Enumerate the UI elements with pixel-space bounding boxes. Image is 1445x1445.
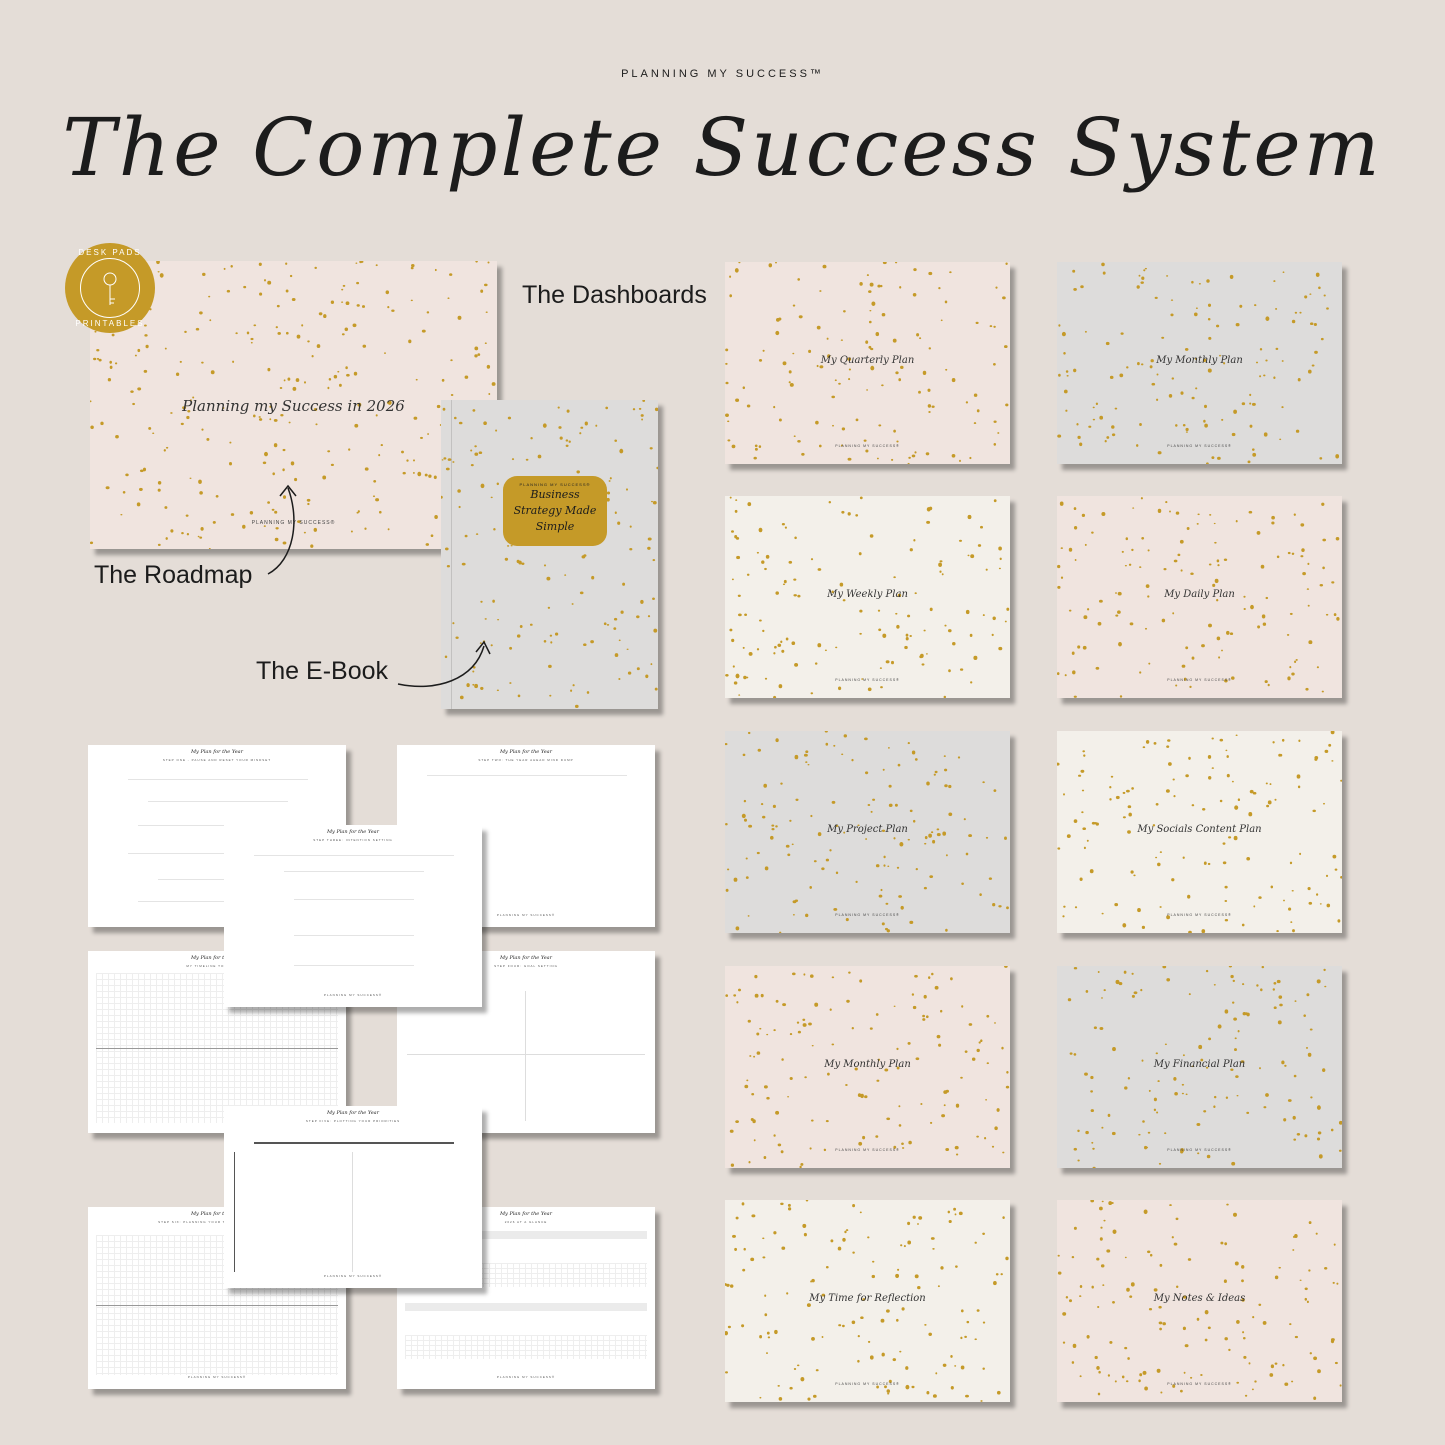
roadmap-title: Planning my Success in 2026: [182, 397, 405, 415]
worksheet-title: My Plan for the Year: [499, 749, 553, 755]
dashboard-title: My Project Plan: [827, 824, 908, 835]
dashboard-title: My Weekly Plan: [827, 589, 908, 600]
dashboard-card[interactable]: My Socials Content Plan PLANNING MY SUCC…: [1057, 731, 1342, 933]
page-title: The Complete Success System: [62, 101, 1383, 194]
dashboard-title: My Financial Plan: [1153, 1059, 1246, 1070]
worksheet-subtitle: STEP FOUR: GOAL SETTING: [494, 964, 558, 968]
worksheet-title: My Plan for the Year: [190, 955, 244, 961]
worksheet-subtitle: STEP TWO: THE YEAR AHEAD MIND DUMP: [478, 758, 574, 762]
worksheet-subtitle: STEP FIVE: PLOTTING YOUR PRIORITIES: [305, 1119, 401, 1123]
worksheet-page[interactable]: My Plan for the Year STEP FIVE: PLOTTING…: [224, 1106, 482, 1288]
worksheet-footer: PLANNING MY SUCCESS®: [496, 1375, 556, 1379]
worksheet-subtitle: STEP SIX: PLANNING YOUR TIMELINE TO SUCC…: [158, 1220, 276, 1224]
worksheet-footer: PLANNING MY SUCCESS®: [323, 993, 383, 997]
dashboard-title: My Monthly Plan: [1156, 355, 1243, 366]
seal-bottom-text: PRINTABLES: [75, 319, 145, 328]
quadrant-divider: [352, 1152, 353, 1272]
dot-pattern: [725, 1200, 1009, 1402]
dashboard-title: My Notes & Ideas: [1153, 1293, 1246, 1304]
ebook-label: The E-Book: [256, 657, 389, 685]
timeline-axis: [96, 1048, 338, 1049]
worksheet-title: My Plan for the Year: [326, 829, 380, 835]
dashboard-card[interactable]: My Quarterly Plan PLANNING MY SUCCESS®: [725, 262, 1010, 464]
priority-axis: [234, 1152, 235, 1272]
dashboard-footer: PLANNING MY SUCCESS®: [835, 1147, 900, 1152]
calendar-grid: [405, 1335, 647, 1359]
ebook-title-line3: Simple: [535, 520, 575, 533]
dot-pattern: [725, 262, 1009, 464]
dashboard-card[interactable]: My Financial Plan PLANNING MY SUCCESS®: [1057, 966, 1342, 1168]
quadrant-divider: [407, 1054, 645, 1055]
roadmap-label: The Roadmap: [94, 561, 253, 589]
roadmap-arrow-icon: [267, 484, 297, 575]
dot-pattern: [725, 731, 1009, 933]
dot-pattern: [725, 496, 1010, 698]
worksheet-title: My Plan for the Year: [499, 1211, 553, 1217]
worksheet-footer: PLANNING MY SUCCESS®: [187, 1375, 247, 1379]
priority-scale: [254, 1142, 454, 1144]
dashboard-footer: PLANNING MY SUCCESS®: [1167, 912, 1232, 917]
roadmap-footer: PLANNING MY SUCCESS®: [251, 519, 336, 526]
dashboard-card[interactable]: My Monthly Plan PLANNING MY SUCCESS®: [725, 966, 1010, 1168]
calendar-header: [405, 1231, 647, 1239]
worksheet-title: My Plan for the Year: [190, 749, 244, 755]
dot-pattern: [1067, 966, 1342, 1168]
dashboard-footer: PLANNING MY SUCCESS®: [835, 1381, 900, 1386]
key-icon: [80, 258, 140, 318]
calendar-header: [405, 1303, 647, 1311]
quadrant-divider: [525, 991, 526, 1121]
brand-line: PLANNING MY SUCCESS™: [621, 68, 824, 80]
dashboard-footer: PLANNING MY SUCCESS®: [835, 677, 900, 682]
dashboard-card[interactable]: My Daily Plan PLANNING MY SUCCESS®: [1057, 496, 1342, 698]
worksheet-footer: PLANNING MY SUCCESS®: [496, 913, 556, 917]
worksheet-subtitle: STEP THREE: INTENTION SETTING: [313, 838, 393, 842]
worksheet-subtitle: 2026 AT A GLANCE: [504, 1220, 548, 1224]
roadmap-card[interactable]: Planning my Success in 2026 PLANNING MY …: [90, 261, 497, 549]
ebook-arrow-icon: [397, 640, 491, 688]
worksheet-title: My Plan for the Year: [190, 1211, 244, 1217]
dashboard-card[interactable]: My Time for Reflection PLANNING MY SUCCE…: [725, 1200, 1010, 1402]
worksheet-subtitle: MY TIMELINE TO SUCCESS: [186, 964, 248, 968]
dashboard-title: My Quarterly Plan: [820, 355, 915, 366]
dot-pattern: [1057, 1200, 1342, 1401]
dot-pattern: [1057, 262, 1340, 464]
worksheet-title: My Plan for the Year: [326, 1110, 380, 1116]
worksheet-footer: PLANNING MY SUCCESS®: [323, 1274, 383, 1278]
ebook-card[interactable]: PLANNING MY SUCCESS® Business Strategy M…: [441, 400, 658, 709]
dashboard-title: My Time for Reflection: [809, 1293, 926, 1304]
ebook-title-line1: Business: [530, 488, 580, 501]
ebook-brand: PLANNING MY SUCCESS®: [519, 482, 591, 487]
ebook-spine: [451, 400, 452, 709]
dashboard-title: My Monthly Plan: [824, 1059, 911, 1070]
dashboard-card[interactable]: My Weekly Plan PLANNING MY SUCCESS®: [725, 496, 1010, 698]
worksheet-subtitle: STEP ONE - PAUSE AND RESET YOUR MINDSET: [162, 758, 272, 762]
dot-pattern: [1057, 497, 1340, 698]
dashboard-footer: PLANNING MY SUCCESS®: [1167, 677, 1232, 682]
ebook-title-line2: Strategy Made: [513, 504, 597, 517]
dot-pattern: [725, 966, 1010, 1168]
dashboard-footer: PLANNING MY SUCCESS®: [835, 912, 900, 917]
dashboard-card[interactable]: My Monthly Plan PLANNING MY SUCCESS®: [1057, 262, 1342, 464]
dot-pattern: [90, 261, 496, 549]
seal-top-text: DESK PADS: [78, 248, 142, 257]
ebook-title-badge: PLANNING MY SUCCESS® Business Strategy M…: [503, 476, 607, 546]
dashboard-title: My Daily Plan: [1164, 589, 1235, 600]
dashboard-footer: PLANNING MY SUCCESS®: [835, 443, 900, 448]
dot-pattern: [441, 400, 658, 709]
dot-pattern: [1057, 731, 1342, 933]
dashboard-footer: PLANNING MY SUCCESS®: [1167, 1147, 1232, 1152]
dashboard-title: My Socials Content Plan: [1137, 824, 1262, 835]
dashboard-card[interactable]: My Notes & Ideas PLANNING MY SUCCESS®: [1057, 1200, 1342, 1402]
desk-pads-seal: DESK PADS PRINTABLES: [65, 243, 155, 333]
worksheet-title: My Plan for the Year: [499, 955, 553, 961]
dashboard-card[interactable]: My Project Plan PLANNING MY SUCCESS®: [725, 731, 1010, 933]
dashboard-footer: PLANNING MY SUCCESS®: [1167, 1381, 1232, 1386]
dashboard-footer: PLANNING MY SUCCESS®: [1167, 443, 1232, 448]
worksheet-page[interactable]: My Plan for the Year STEP THREE: INTENTI…: [224, 825, 482, 1007]
timeline-axis: [96, 1305, 338, 1306]
dashboards-label: The Dashboards: [522, 281, 707, 309]
